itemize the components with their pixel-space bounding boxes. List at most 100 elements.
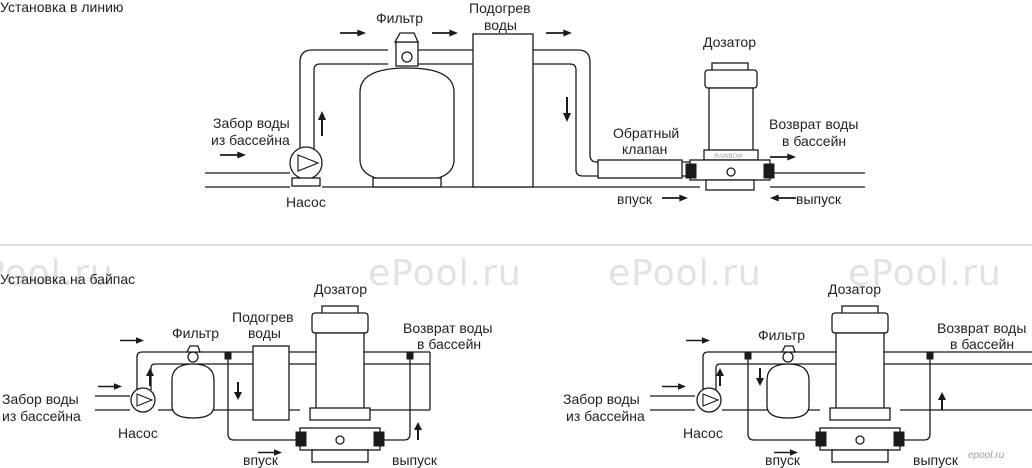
flow-arrow-intake (220, 150, 246, 160)
br-label-intake-2: из бассейна (566, 408, 645, 424)
br-filter-gauge-icon (782, 351, 794, 363)
label-pump: Насос (286, 194, 326, 210)
bl-label-intake-2: из бассейна (2, 408, 81, 424)
br-tap-2 (926, 352, 934, 360)
riser-pipe-inner (313, 63, 388, 150)
heater-out-pipe-inner (533, 63, 690, 177)
watermark-2: ePool.ru (368, 253, 522, 294)
br-union-right (893, 431, 905, 447)
br-pump-triangle (702, 393, 720, 407)
bl-label-filter: Фильтр (172, 325, 219, 341)
dispenser-union-right (763, 163, 775, 179)
bl-label-return-2: в бассейн (417, 336, 481, 352)
br-label-outlet: выпуск (913, 452, 959, 468)
br-top-pipe-outer (702, 351, 1032, 390)
br-label-inlet: впуск (765, 452, 801, 468)
bl-label-outlet: выпуск (392, 452, 438, 468)
bl-dispenser-base (311, 449, 369, 463)
riser-pipe-outer (299, 49, 388, 150)
label-heater-2: воды (484, 17, 517, 33)
dispenser-inline: RAINBOW (685, 62, 775, 191)
bl-arrow-up (146, 368, 154, 386)
filter-gauge-icon (401, 51, 413, 63)
bl-dispenser-collar (309, 407, 371, 421)
br-arrow-up (716, 368, 724, 386)
label-intake-1: Забор воды (213, 115, 290, 131)
bl-label-heater-1: Подогрев (232, 309, 294, 325)
dispenser-cap (704, 69, 758, 89)
br-arrow-return-up (938, 392, 946, 410)
heater-out-pipe-outer (533, 49, 690, 163)
br-arrow-intake (662, 382, 686, 391)
label-outlet: выпуск (796, 191, 842, 207)
bl-filter-icon (171, 363, 215, 419)
br-filter-top (780, 345, 796, 353)
check-valve-icon (597, 159, 683, 179)
label-return-1: Возврат воды (769, 116, 858, 132)
pump-triangle (297, 154, 320, 172)
bl-union-left (295, 431, 307, 447)
br-union-left (815, 431, 827, 447)
bl-top-pipe-inner (150, 363, 430, 390)
dispenser-base (705, 179, 755, 191)
watermark-4: ePool.ru (848, 253, 1002, 294)
br-top-pipe-inner (715, 363, 1032, 390)
label-return-2: в бассейн (782, 133, 846, 149)
section-inline: Установка в линию (0, 0, 865, 210)
br-dispenser-base (831, 449, 889, 463)
bl-bypass-in (227, 358, 298, 441)
br-label-intake-1: Забор воды (563, 391, 640, 407)
bl-tap-2 (406, 352, 414, 360)
br-bypass-in (747, 358, 818, 441)
bl-label-heater-2: воды (248, 325, 281, 341)
flow-arrow-down (563, 97, 571, 122)
bl-label-intake-1: Забор воды (2, 391, 79, 407)
br-dispenser-body (835, 332, 885, 410)
label-filter: Фильтр (376, 10, 423, 26)
dispenser-brand: RAINBOW (714, 154, 744, 160)
label-heater-1: Подогрев (469, 0, 531, 16)
bl-label-return-1: Возврат воды (403, 320, 492, 336)
watermark-1: ePool.ru (0, 253, 114, 294)
label-check-valve-2: клапан (622, 141, 667, 157)
bl-filter-gauge-icon (187, 351, 199, 363)
filter-tank-icon (359, 67, 455, 183)
bl-arrow-return-up (414, 422, 422, 440)
pump-base (291, 177, 321, 187)
bl-pump-triangle (136, 393, 154, 407)
bl-arrow-1 (120, 336, 144, 345)
bl-union-right (373, 431, 385, 447)
bl-knob-icon (335, 435, 345, 445)
section-title-inline: Установка в линию (0, 0, 123, 15)
br-arrow-down (756, 368, 764, 386)
bl-tap-1 (224, 352, 232, 360)
dispenser-union-left (685, 163, 697, 179)
bl-dispenser-cap (311, 312, 369, 334)
br-label-pump: Насос (683, 425, 723, 441)
bl-label-dispenser: Дозатор (314, 281, 367, 297)
br-tap-1 (744, 352, 752, 360)
bl-heater-icon (252, 345, 290, 421)
filter-top-icon (393, 32, 420, 43)
label-intake-2: из бассейна (211, 132, 290, 148)
br-dispenser-cap (831, 312, 889, 334)
dispenser-body (708, 87, 754, 153)
bl-arrow-down (234, 382, 242, 400)
flow-arrow-1 (340, 28, 366, 38)
label-inlet: впуск (617, 191, 653, 207)
br-label-filter: Фильтр (758, 327, 805, 343)
bl-label-pump: Насос (118, 425, 158, 441)
section-title-bypass: Установка на байпас (0, 271, 135, 287)
br-label-dispenser: Дозатор (828, 281, 881, 297)
br-bypass-out (898, 358, 931, 441)
site-logo: epool.ru (968, 450, 1005, 461)
label-dispenser: Дозатор (703, 34, 756, 50)
bl-filter-top (185, 345, 201, 353)
label-check-valve-1: Обратный (613, 125, 679, 141)
br-knob-icon (855, 435, 865, 445)
flow-arrow-up (318, 111, 326, 136)
flow-arrow-outlet (770, 193, 796, 203)
bypass-right: Дозатор Фильтр Возврат воды в бассейн За… (563, 281, 1032, 468)
bypass-left: Дозатор Подогрев воды Фильтр Возврат вод… (2, 281, 492, 468)
